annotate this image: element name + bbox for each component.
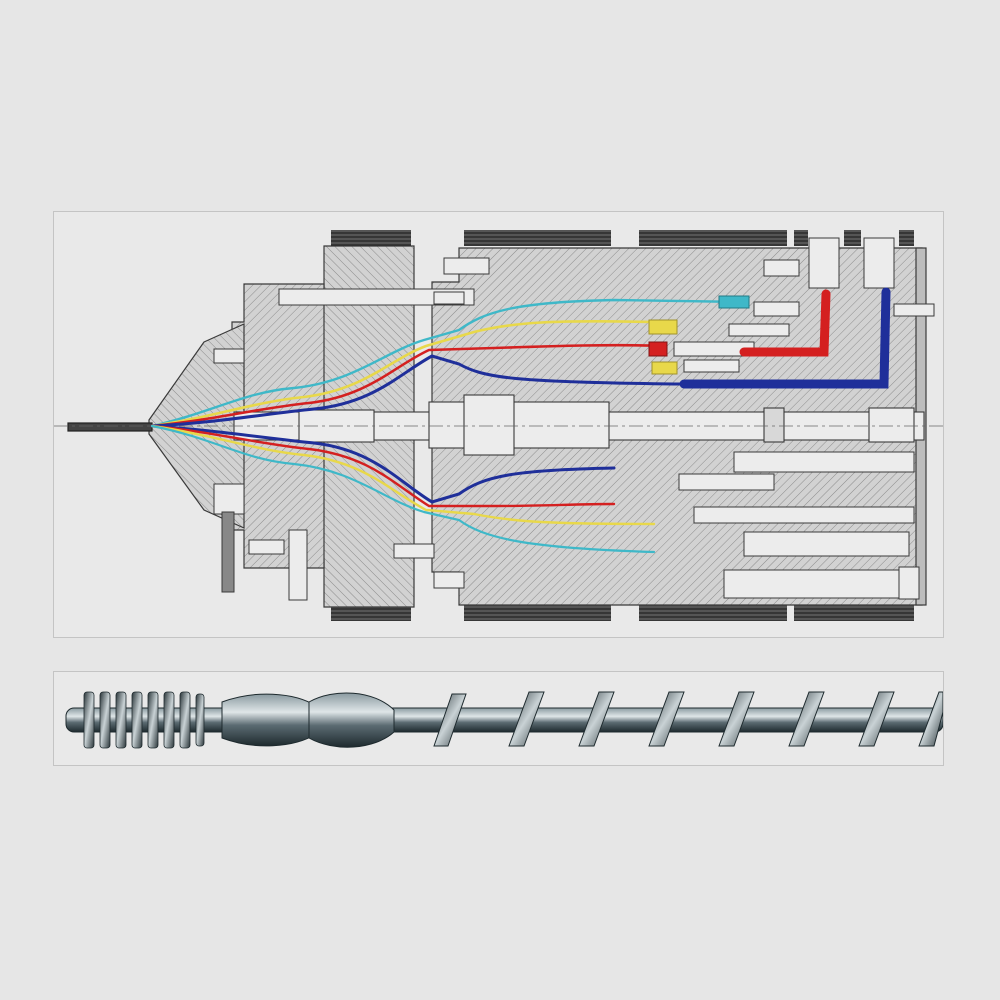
bolts-lower: [213, 451, 920, 601]
coextrusion-die-cross-section-icon: [54, 230, 943, 621]
extruder-screw-icon: [65, 691, 943, 749]
screw-flights: [433, 691, 943, 747]
melt-channels-upper: [150, 287, 891, 428]
heater-bands-bottom: [331, 605, 914, 621]
die-cross-section-panel: [53, 211, 944, 638]
mandrel-shaft: [54, 394, 943, 456]
bolts-upper: [213, 237, 935, 373]
screw-photo-panel: [53, 671, 944, 766]
heater-bands-top: [331, 230, 914, 246]
mixing-section: [83, 691, 205, 749]
melt-channels-lower: [150, 424, 656, 554]
